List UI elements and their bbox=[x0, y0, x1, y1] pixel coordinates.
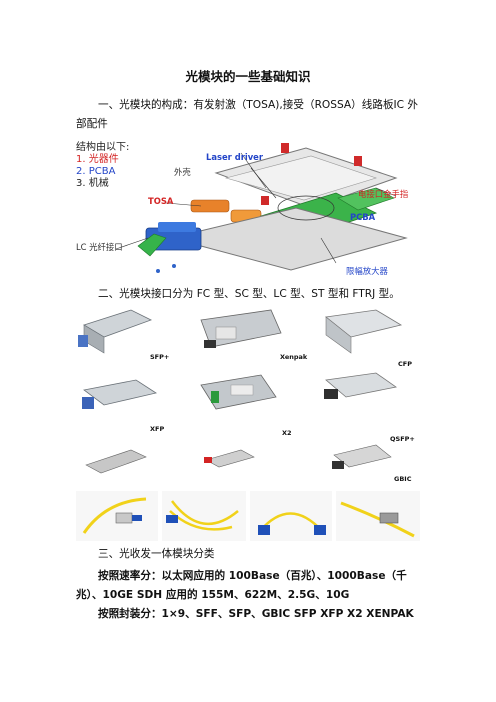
paragraph-by-package: 按照封装分：1×9、SFF、SFP、GBIC SFP XFP X2 XENPAK bbox=[98, 608, 414, 620]
label-tosa: TOSA bbox=[148, 196, 174, 206]
legend-title: 结构由以下: bbox=[76, 142, 130, 153]
label-sfp-plus: SFP+ bbox=[150, 353, 170, 361]
page-title: 光模块的一些基础知识 bbox=[185, 69, 311, 84]
legend-item-mechanical: 3. 机械 bbox=[76, 178, 109, 189]
photo-lc-connector bbox=[162, 491, 246, 541]
label-pcba: PCBA bbox=[350, 212, 376, 222]
photo-st-connector bbox=[336, 491, 420, 541]
photo-fc-connector bbox=[76, 491, 158, 541]
label-gbic: GBIC bbox=[394, 475, 412, 483]
module-sfp-red bbox=[204, 449, 255, 468]
label-laser-driver: Laser driver bbox=[206, 152, 263, 162]
paragraph-classification: 三、光收发一体模块分类 bbox=[98, 548, 215, 560]
paragraph-by-speed: 按照速率分：以太网应用的 100Base（百兆）、1000Base（千兆）、10… bbox=[76, 570, 407, 601]
module-x2 bbox=[200, 374, 277, 410]
legend-item-pcba: 2. PCBA bbox=[76, 166, 116, 177]
module-types-figure: SFP+ Xenpak CFP XFP X2 QSFP+ GBIC bbox=[76, 305, 420, 485]
module-cfp bbox=[325, 309, 403, 354]
housing-bottom-shell bbox=[170, 207, 408, 271]
label-lc-port: LC 光纤接口 bbox=[76, 242, 123, 252]
legend-item-optical: 1. 光器件 bbox=[76, 154, 119, 165]
connector-photos-figure bbox=[76, 491, 420, 541]
module-sfp-silver bbox=[85, 449, 147, 474]
label-edge-connector: 电接口金手指 bbox=[358, 189, 409, 199]
paragraph-interfaces: 二、光模块接口分为 FC 型、SC 型、LC 型、ST 型和 FTRJ 型。 bbox=[98, 288, 400, 300]
label-limiting-amp: 限幅放大器 bbox=[346, 266, 388, 276]
module-sfp-plus bbox=[78, 309, 153, 354]
module-qsfp-plus bbox=[324, 372, 397, 399]
bail-latch bbox=[137, 233, 167, 257]
label-x2: X2 bbox=[282, 429, 292, 437]
module-xfp bbox=[82, 379, 158, 409]
module-gbic bbox=[332, 444, 392, 469]
exploded-module-figure: 结构由以下: 1. 光器件 2. PCBA 3. 机械 bbox=[76, 138, 424, 283]
label-cfp: CFP bbox=[398, 360, 412, 368]
red-clip-2 bbox=[354, 156, 362, 166]
label-qsfp-plus: QSFP+ bbox=[390, 435, 415, 443]
red-clip-3 bbox=[261, 196, 269, 205]
module-grid-svg bbox=[78, 309, 403, 474]
red-clip-1 bbox=[281, 143, 289, 153]
label-xfp: XFP bbox=[150, 425, 165, 433]
structure-legend: 结构由以下: 1. 光器件 2. PCBA 3. 机械 bbox=[76, 142, 129, 190]
tosa-part-1 bbox=[190, 199, 230, 213]
label-housing: 外壳 bbox=[174, 167, 191, 177]
exploded-diagram-svg bbox=[115, 143, 408, 273]
photo-sc-connector bbox=[250, 491, 332, 541]
label-xenpak: Xenpak bbox=[280, 353, 308, 361]
paragraph-structure: 一、光模块的构成：有发射激（TOSA),接受（ROSSA）线路板IC 外部配件 bbox=[76, 99, 419, 130]
module-xenpak bbox=[200, 309, 282, 348]
